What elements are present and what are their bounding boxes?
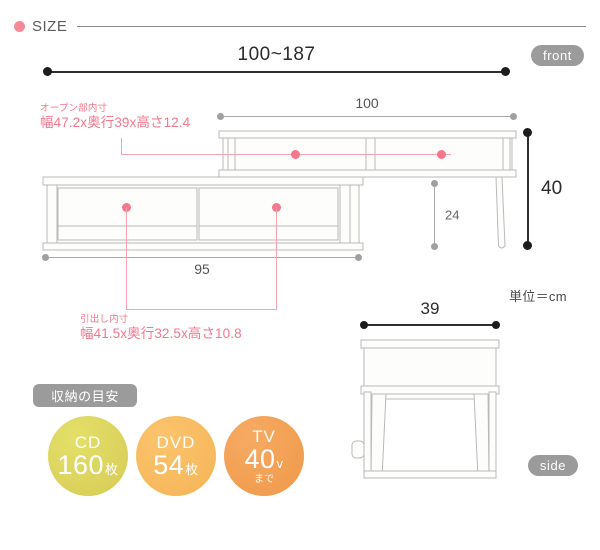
dimension-endpoint-right (492, 320, 500, 329)
storage-circle-dvd-unit: 枚 (185, 461, 199, 477)
bullet-dot-icon (14, 21, 25, 32)
dimension-depth-label: 39 (420, 299, 440, 318)
dimension-total-width-label: 100~187 (237, 44, 316, 65)
dimension-endpoint-left (42, 254, 49, 262)
callout-open-marker-right (437, 150, 446, 159)
callout-open-marker-left (291, 150, 300, 159)
callout-open-section: オープン部内寸 幅47.2x奥行39x高さ12.4 (40, 103, 191, 132)
dimension-cabinet-width-label: 95 (194, 261, 210, 277)
dimension-total-height: 40 (523, 128, 562, 250)
storage-circle-tv-unit: v (276, 455, 284, 471)
callout-drawer-leader-horizontal (126, 309, 277, 311)
view-badge-front: front (531, 45, 584, 66)
page-title: SIZE (32, 18, 68, 35)
dimension-line (218, 116, 516, 118)
dimension-endpoint-right (501, 67, 510, 77)
dimension-endpoint-top (523, 128, 533, 137)
dimension-line (44, 71, 509, 73)
dimension-endpoint-right (355, 254, 362, 262)
dimension-line (43, 257, 361, 259)
dimension-under-clearance-label: 24 (445, 207, 460, 223)
dimension-endpoint-left (43, 67, 52, 77)
dimension-line (361, 324, 499, 326)
storage-circle-cd-name: CD (74, 432, 102, 452)
view-badge-side: side (528, 455, 578, 476)
dimension-endpoint-bottom (523, 241, 533, 250)
callout-open-leader-vertical (121, 138, 123, 155)
storage-circle-cd-number: 160 (57, 449, 105, 480)
dimension-under-clearance: 24 (431, 180, 459, 250)
dimension-endpoint-left (360, 320, 368, 329)
dimension-endpoint-left (217, 113, 224, 121)
dimension-endpoint-top (431, 180, 439, 187)
callout-drawer-leader-right (276, 207, 278, 310)
callout-drawer-section-label: 引出し内寸 (80, 314, 129, 325)
storage-circle-tv-suffix: まで (254, 473, 274, 485)
page-header: SIZE (14, 18, 586, 35)
unit-note: 単位＝cm (509, 289, 567, 304)
callout-open-leader-horizontal (121, 154, 451, 156)
dimension-line (527, 129, 529, 249)
storage-circle-tv-name: TV (252, 426, 276, 446)
callout-drawer-leader-left (126, 207, 128, 310)
callout-drawer-section: 引出し内寸 幅41.5x奥行32.5x高さ10.8 (80, 314, 242, 343)
storage-circle-dvd-number: 54 (153, 449, 185, 480)
dimension-top-shelf-width-label: 100 (355, 95, 379, 111)
callout-open-section-value: 幅47.2x奥行39x高さ12.4 (40, 114, 191, 130)
storage-circle-tv-number: 40 (244, 443, 276, 474)
dimension-total-height-label: 40 (541, 178, 563, 199)
storage-circle-dvd-name: DVD (156, 432, 196, 452)
header-divider (77, 26, 586, 27)
storage-circle-cd-unit: 枚 (105, 461, 119, 477)
side-view-drawing (351, 339, 500, 479)
storage-guide-badge: 収納の目安 (33, 384, 137, 407)
callout-drawer-section-value: 幅41.5x奥行32.5x高さ10.8 (80, 325, 242, 341)
dimension-endpoint-bottom (431, 243, 439, 250)
dimension-line (434, 181, 436, 249)
callout-open-section-label: オープン部内寸 (40, 103, 108, 114)
dimension-endpoint-right (510, 113, 517, 121)
